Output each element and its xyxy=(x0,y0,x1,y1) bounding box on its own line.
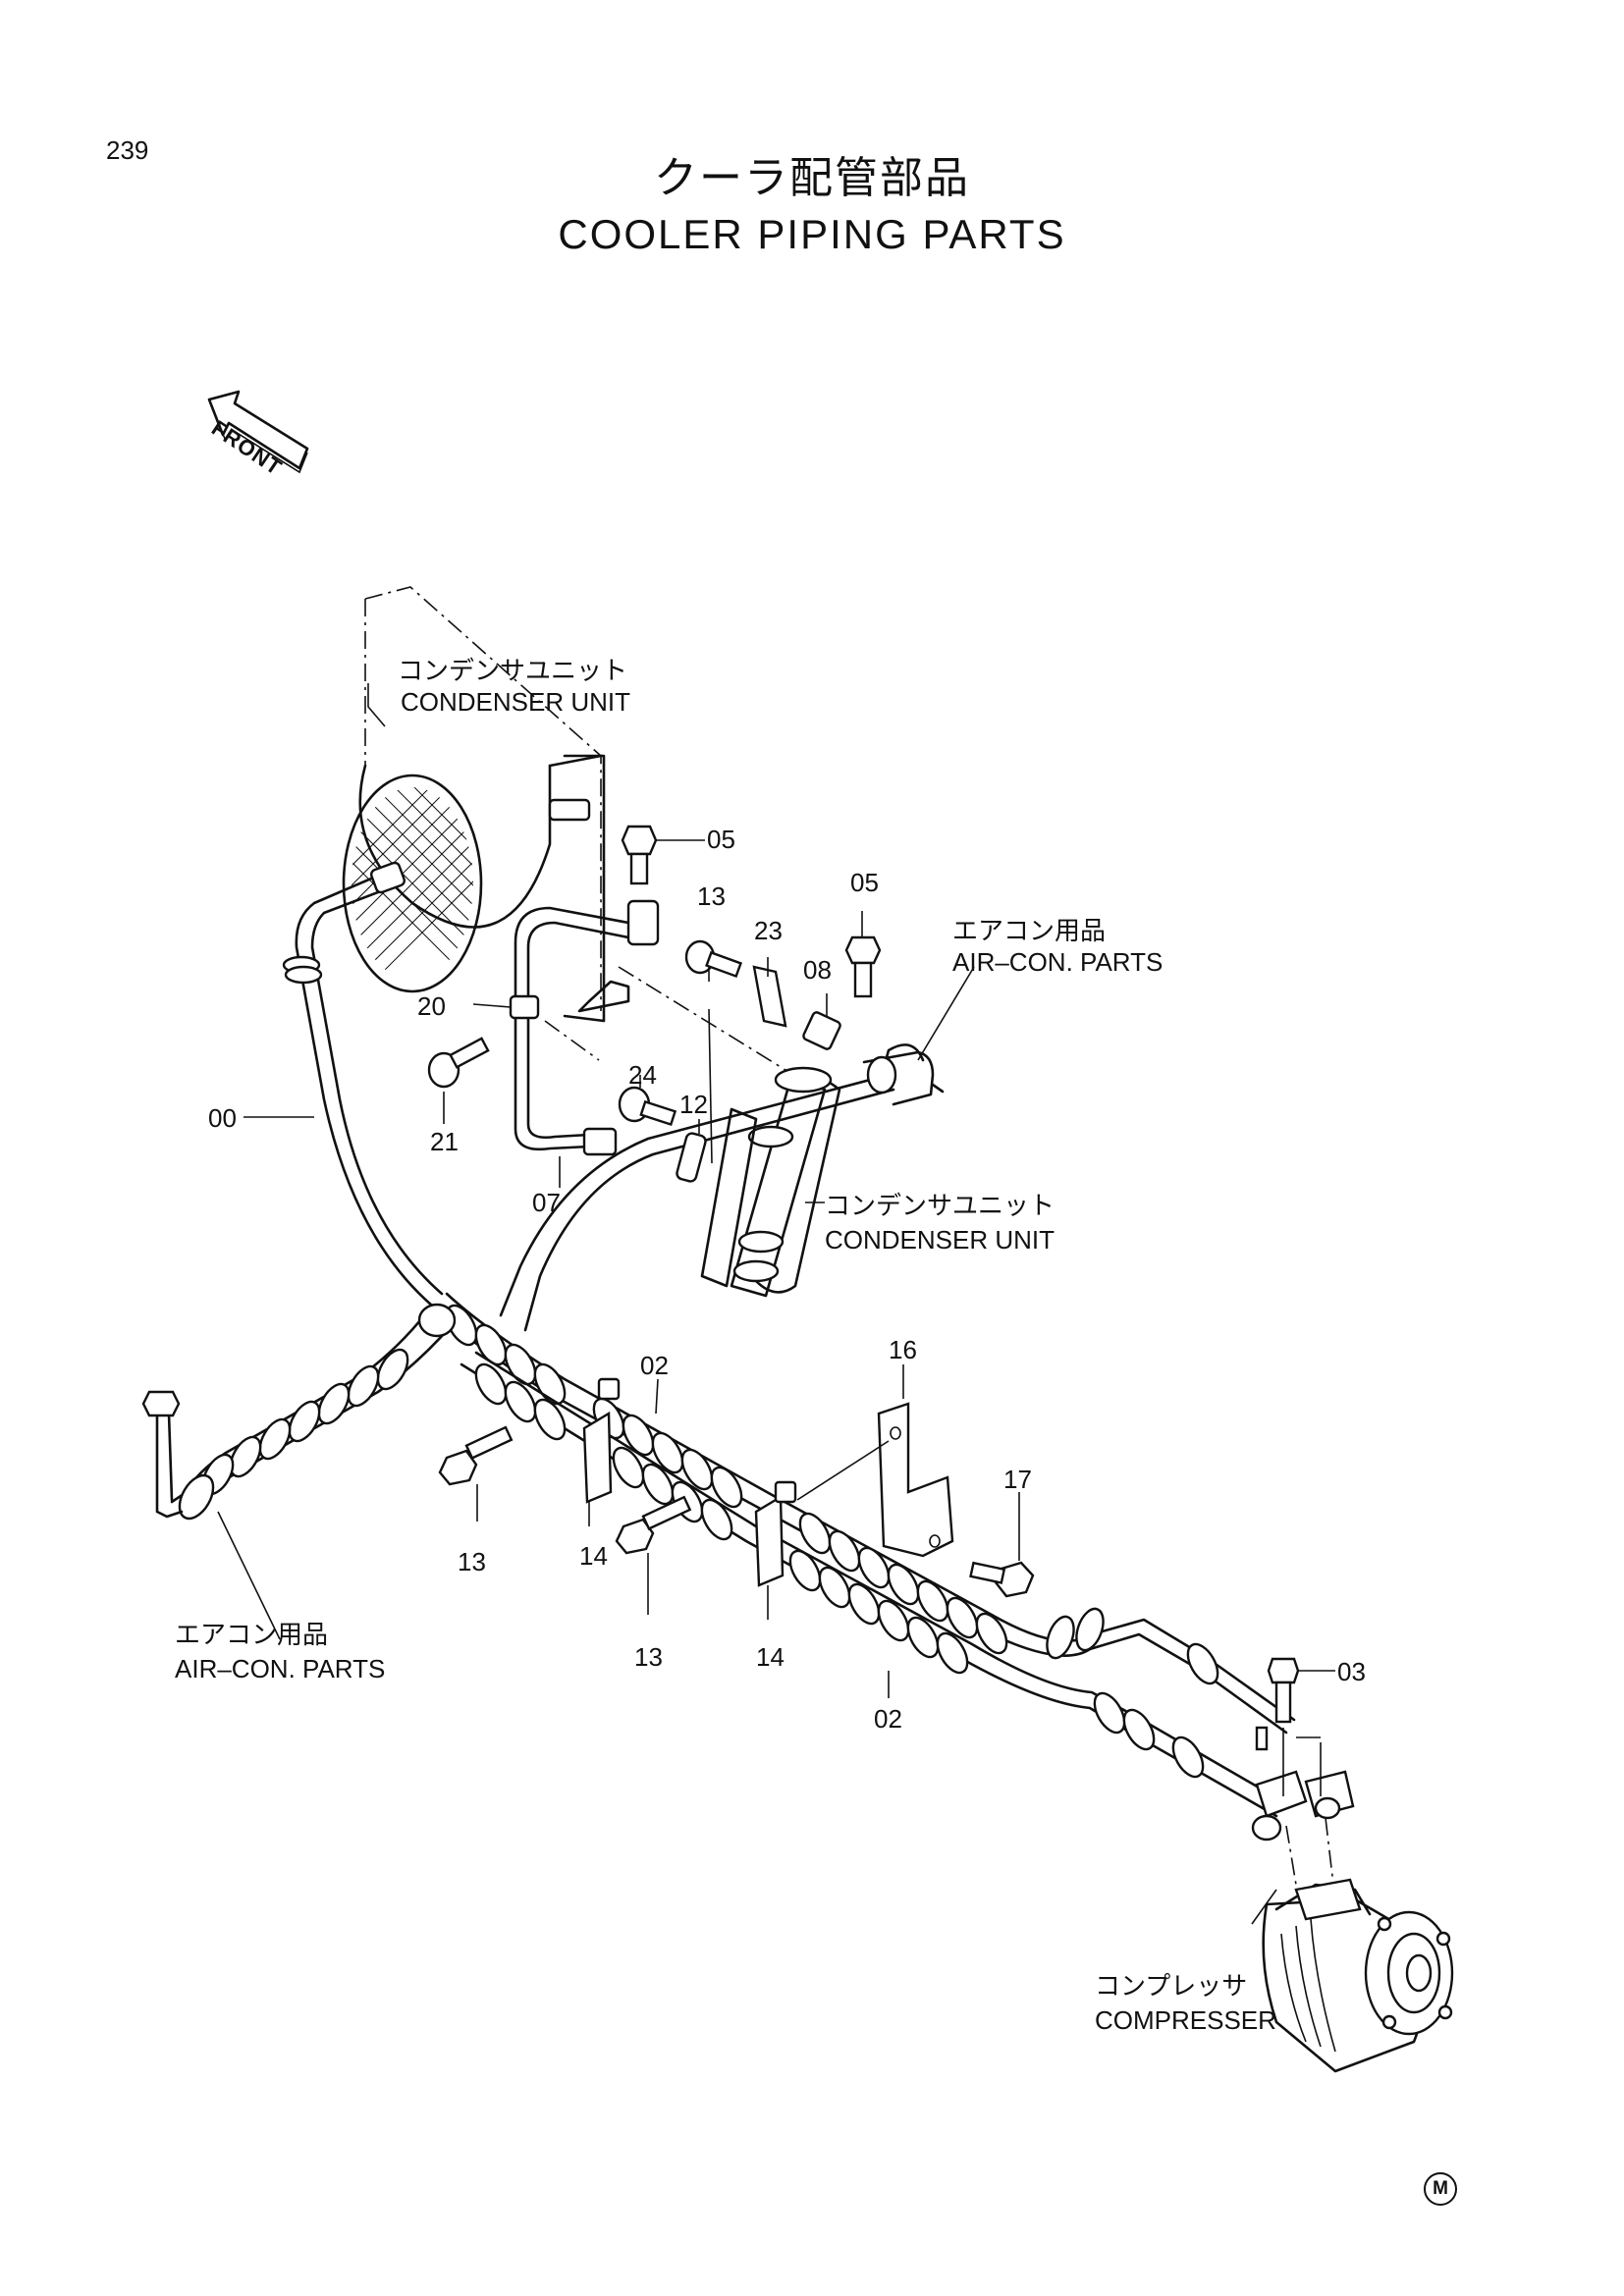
callout-24: 24 xyxy=(628,1060,657,1090)
union-08 xyxy=(802,1011,841,1050)
callout-05-right: 05 xyxy=(850,868,879,897)
aircon-parts-left-label-en: AIR–CON. PARTS xyxy=(175,1654,386,1683)
callout-23: 23 xyxy=(754,916,783,945)
callout-13-upper: 13 xyxy=(697,881,726,911)
clip-23 xyxy=(752,965,787,1028)
callout-05-upper: 05 xyxy=(707,825,735,854)
bracket-16 xyxy=(796,1402,954,1558)
compressor-fitting xyxy=(1251,1657,1355,1886)
compressor-label-jp: コンプレッサ xyxy=(1095,1971,1248,2001)
page-number: 239 xyxy=(106,135,149,165)
callout-17: 17 xyxy=(1003,1465,1032,1494)
spiral-hose-02-upper xyxy=(430,1292,1296,1735)
clamp-14-right xyxy=(754,1480,797,1587)
callout-03: 03 xyxy=(1337,1657,1366,1686)
callout-21: 21 xyxy=(430,1127,459,1156)
condenser-unit-top xyxy=(342,586,606,1023)
callout-13-right: 13 xyxy=(634,1642,663,1672)
bolt-21 xyxy=(427,1037,490,1089)
bolt-13-upper xyxy=(684,939,743,979)
aircon-parts-right-label-jp: エアコン用品 xyxy=(952,916,1107,945)
condenser-unit-mid-label-en: CONDENSER UNIT xyxy=(825,1225,1056,1255)
hose-00 xyxy=(282,861,444,1308)
bolt-05-right xyxy=(844,935,882,998)
callout-00: 00 xyxy=(208,1103,237,1133)
page-title-english: COOLER PIPING PARTS xyxy=(558,211,1066,257)
aircon-parts-left-label-jp: エアコン用品 xyxy=(175,1620,329,1649)
bolt-13-right xyxy=(615,1495,692,1555)
callout-02-lower: 02 xyxy=(874,1704,902,1734)
compressor-label-en: COMPRESSER xyxy=(1095,2005,1276,2035)
bolt-24 xyxy=(618,1086,677,1127)
spiral-hose-left xyxy=(141,1303,457,1521)
condenser-unit-top-label-en: CONDENSER UNIT xyxy=(401,687,631,717)
callout-16: 16 xyxy=(889,1335,917,1364)
bolt-13-left xyxy=(438,1425,514,1486)
leader-12-hidden xyxy=(708,1008,713,1164)
callout-08: 08 xyxy=(803,955,832,985)
condenser-unit-top-label-jp: コンデンサユニット xyxy=(398,656,628,685)
condenser-fan-grille xyxy=(352,787,473,980)
callout-14-right: 14 xyxy=(756,1642,785,1672)
condenser-unit-mid-label-jp: コンデンサユニット xyxy=(825,1191,1056,1220)
liquid-line xyxy=(499,1043,945,1332)
callout-14-left: 14 xyxy=(579,1541,608,1571)
callout-12: 12 xyxy=(679,1090,708,1119)
bolt-05-upper xyxy=(621,825,658,885)
page-title-japanese: クーラ配管部品 xyxy=(654,153,970,203)
maker-mark-icon: M xyxy=(1424,2172,1457,2206)
bolt-17 xyxy=(969,1561,1035,1598)
compressor xyxy=(1262,1878,1454,2073)
clamp-14-left xyxy=(582,1377,621,1504)
callout-07: 07 xyxy=(532,1188,561,1217)
pipe-07 xyxy=(509,899,660,1156)
condenser-bracket xyxy=(544,966,786,1071)
callout-13-left: 13 xyxy=(458,1547,486,1576)
receiver-drier xyxy=(700,1066,841,1298)
callout-02-upper: 02 xyxy=(640,1351,669,1380)
clamp-12 xyxy=(676,1132,707,1183)
leader-lines xyxy=(217,683,1335,1925)
callout-20: 20 xyxy=(417,991,446,1021)
front-direction-arrow-icon xyxy=(207,390,309,474)
aircon-parts-right-label-en: AIR–CON. PARTS xyxy=(952,947,1164,977)
